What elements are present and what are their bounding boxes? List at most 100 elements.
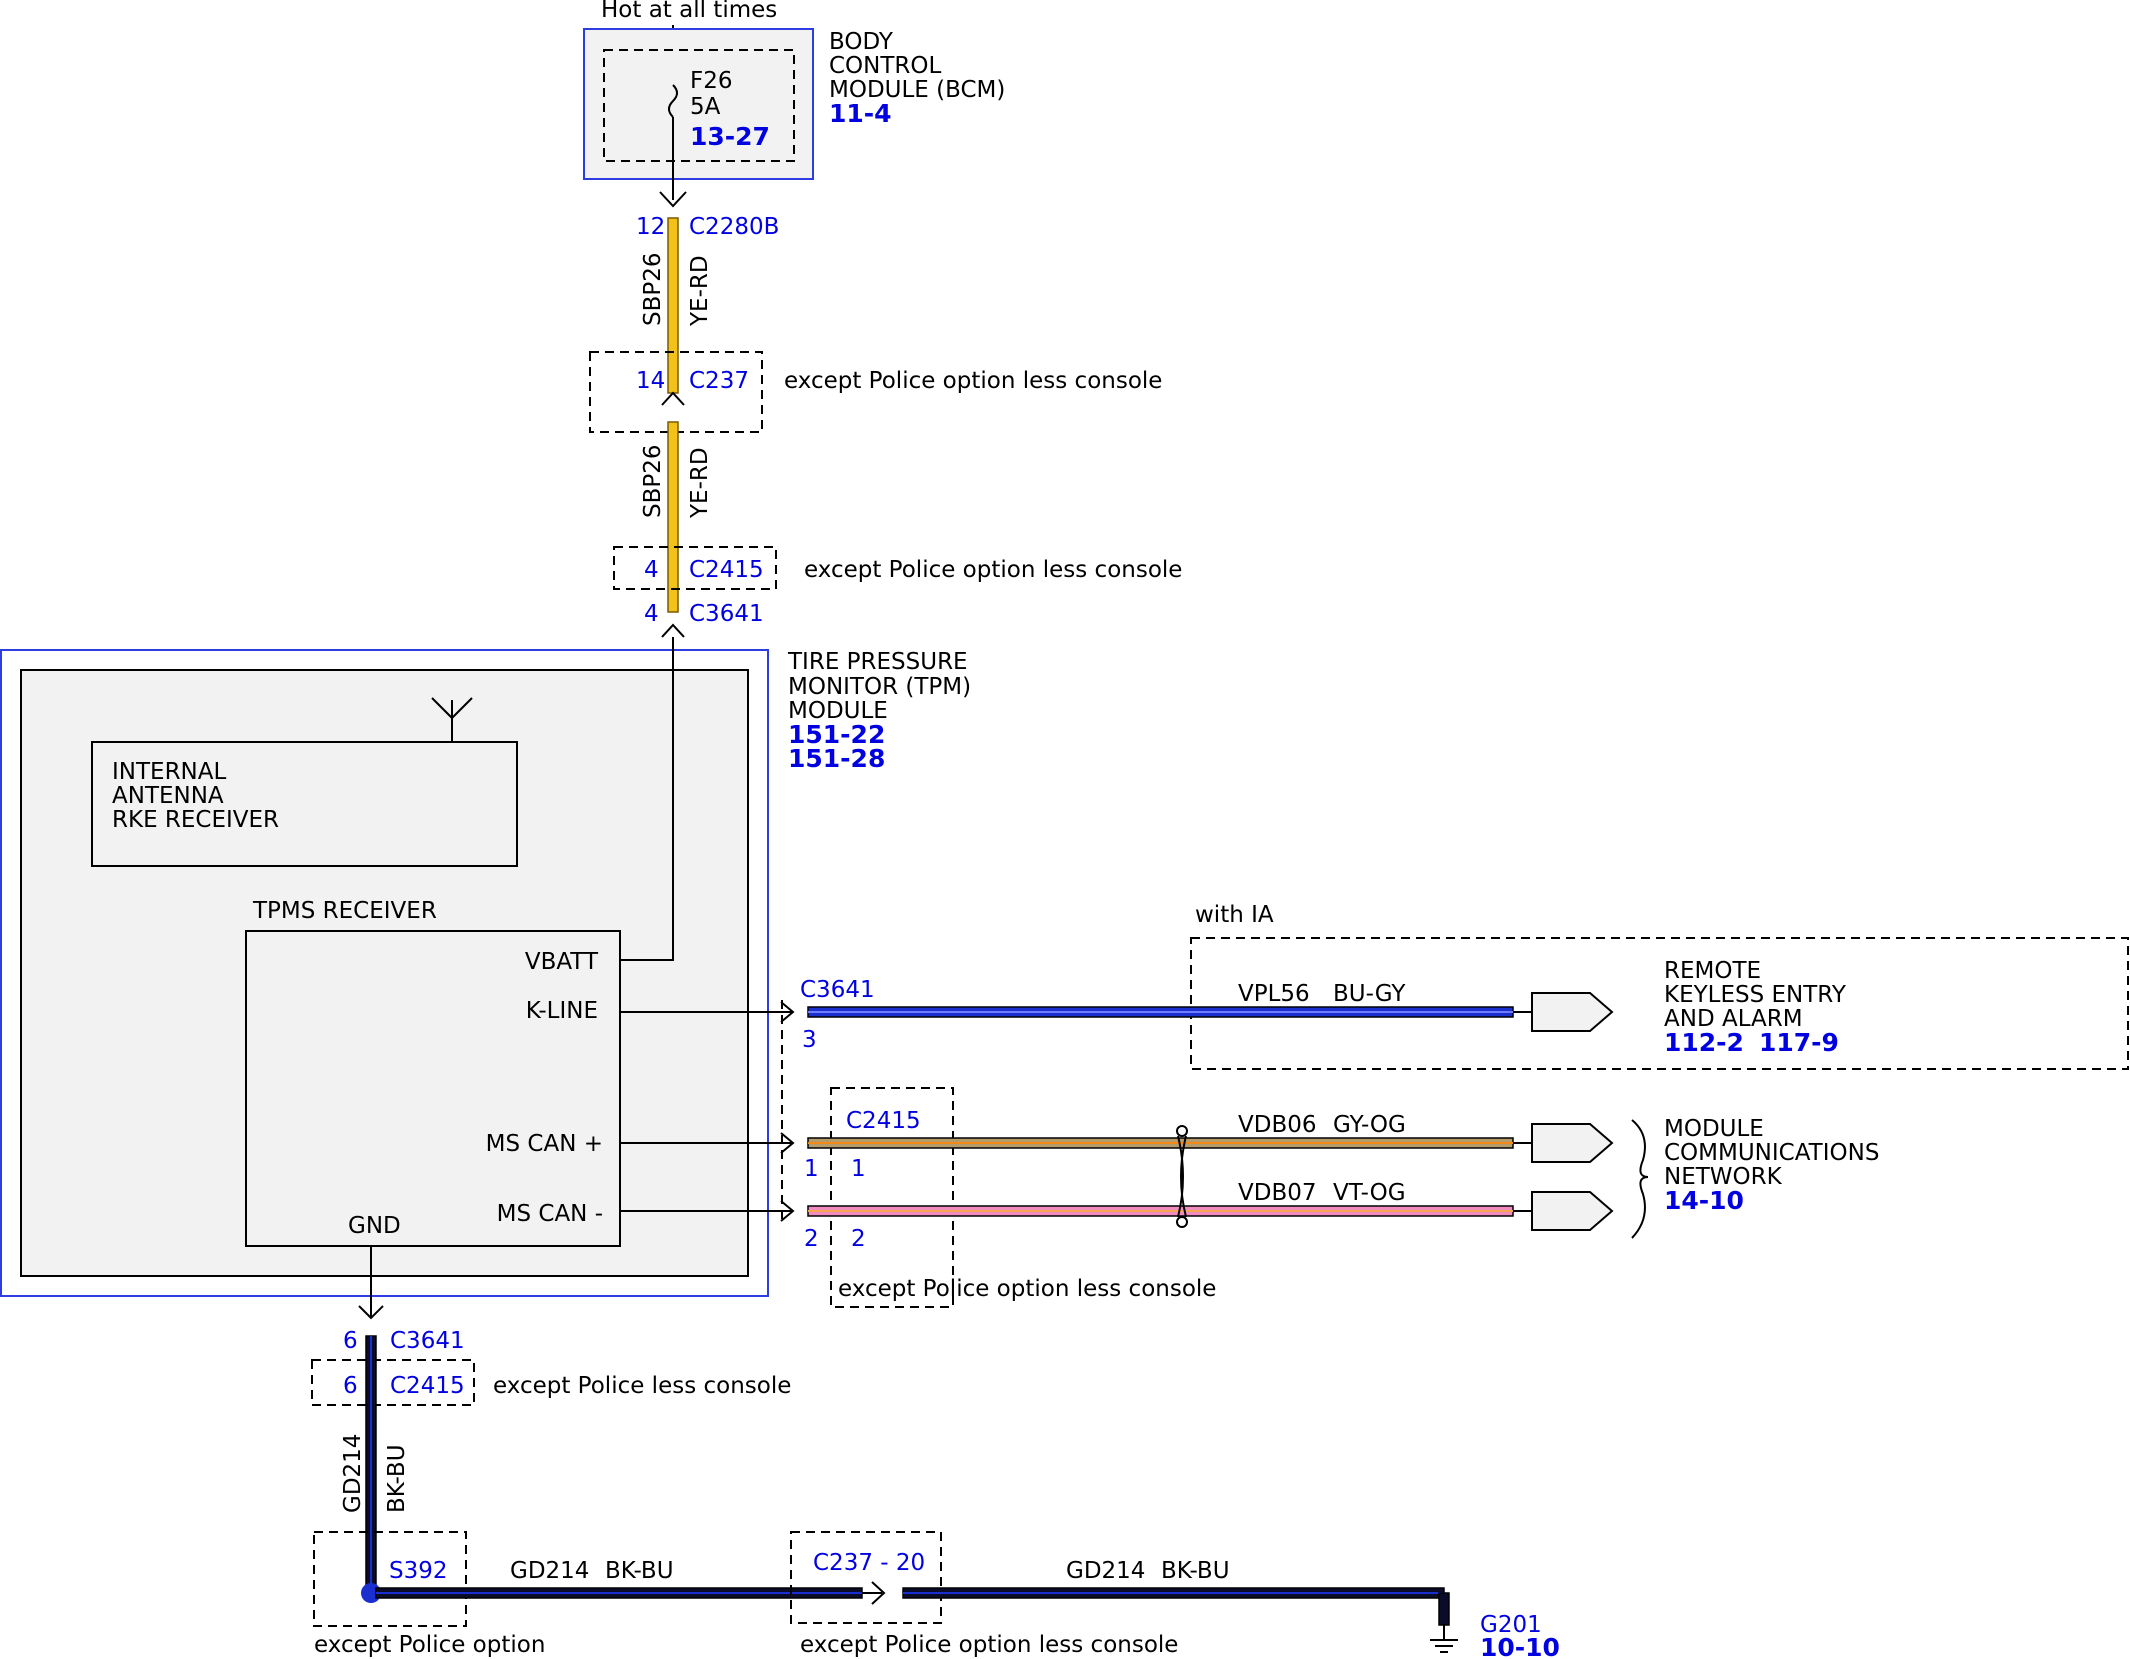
c3641-kline-connector-icon	[780, 1001, 795, 1023]
pin-vbatt-label: VBATT	[525, 949, 599, 975]
c2415-can-pos-pin: 1	[851, 1156, 866, 1182]
sbp26-circuit-upper: SBP26	[640, 252, 666, 326]
c3641-kline-pin: 3	[802, 1027, 817, 1053]
ground-name[interactable]: G201	[1480, 1612, 1542, 1638]
c2280b-name[interactable]: C2280B	[689, 214, 779, 240]
network-label-line1: MODULE	[1664, 1116, 1764, 1142]
gd214-color-horizontal-2: BK-BU	[1161, 1558, 1230, 1584]
with-ia-note: with IA	[1195, 902, 1274, 928]
antenna-label-line3: RKE RECEIVER	[112, 807, 279, 833]
bcm-fuse-box	[603, 49, 795, 162]
fuse-rating: 5A	[690, 94, 721, 120]
c3641-can-neg-pin: 2	[804, 1226, 819, 1252]
with-ia-option-box	[1190, 937, 2129, 1070]
can-neg-connector-icon[interactable]	[1531, 1191, 1614, 1231]
c2280b-connector-icon	[659, 191, 687, 208]
c237-gnd-name[interactable]: C237 - 20	[813, 1550, 925, 1576]
c2415-can-option-box	[830, 1087, 954, 1308]
c3641-pin-top: 4	[644, 601, 659, 627]
c2415-option-note-top: except Police option less console	[804, 557, 1182, 583]
bcm-label-line1: BODY	[829, 29, 894, 55]
c2415-gnd-option-box	[311, 1359, 475, 1406]
c3641-connector-icon-top	[661, 623, 685, 638]
wire-sbp26-upper[interactable]	[667, 217, 679, 394]
antenna-label-line1: INTERNAL	[112, 759, 226, 785]
c3641-name-top[interactable]: C3641	[689, 601, 764, 627]
gd214-color-vertical: BK-BU	[384, 1444, 410, 1513]
antenna-label-line2: ANTENNA	[112, 783, 224, 809]
bcm-label-line3: MODULE (BCM)	[829, 77, 1005, 103]
c2415-gnd-option-note: except Police less console	[493, 1373, 791, 1399]
c2415-name-top[interactable]: C2415	[689, 557, 764, 583]
c3641-can-pos-pin: 1	[804, 1156, 819, 1182]
c2415-gnd-name[interactable]: C2415	[390, 1373, 465, 1399]
can-pos-connector-icon[interactable]	[1531, 1123, 1614, 1163]
c2415-gnd-pin: 6	[343, 1373, 358, 1399]
vpl56-color: BU-GY	[1333, 981, 1406, 1007]
fuse-ref-link[interactable]: 13-27	[690, 122, 770, 151]
s392-name[interactable]: S392	[389, 1558, 448, 1584]
rke-connector-icon[interactable]	[1531, 992, 1614, 1032]
wire-sbp26-lower[interactable]	[667, 421, 679, 613]
gd214-circuit-horizontal-2: GD214	[1066, 1558, 1145, 1584]
c237-option-note: except Police option less console	[784, 368, 1162, 394]
gd214-circuit-vertical: GD214	[340, 1434, 366, 1513]
sbp26-color-lower: YE-RD	[687, 447, 713, 519]
tpm-label-line2: MONITOR (TPM)	[788, 674, 971, 700]
tpm-module-inner-box	[20, 669, 749, 1277]
vdb06-circuit: VDB06	[1238, 1112, 1317, 1138]
pin-gnd-label: GND	[348, 1213, 401, 1239]
gd214-circuit-horizontal-1: GD214	[510, 1558, 589, 1584]
c3641-gnd-name[interactable]: C3641	[390, 1328, 465, 1354]
power-label: Hot at all times	[601, 0, 777, 23]
s392-option-note: except Police option	[314, 1632, 545, 1658]
c3641-can-neg-connector-icon	[780, 1200, 795, 1222]
bcm-label-line2: CONTROL	[829, 53, 942, 79]
bcm-module-box[interactable]	[583, 28, 814, 180]
tpm-ref-link-1[interactable]: 151-22	[788, 720, 885, 749]
c2415-can-neg-pin: 2	[851, 1226, 866, 1252]
c3641-gnd-pin: 6	[343, 1328, 358, 1354]
tpm-label-line3: MODULE	[788, 698, 888, 724]
c237-name[interactable]: C237	[689, 368, 749, 394]
c2415-can-option-note: except Police option less console	[838, 1276, 1216, 1302]
network-ref-link[interactable]: 14-10	[1664, 1186, 1744, 1215]
pin-mscan-neg-label: MS CAN -	[497, 1201, 603, 1227]
rke-label-line3: AND ALARM	[1664, 1006, 1803, 1032]
fuse-id: F26	[690, 68, 733, 94]
c2415-pin-top: 4	[644, 557, 659, 583]
rke-ref-link-1[interactable]: 112-2	[1664, 1028, 1744, 1057]
tpms-receiver-title: TPMS RECEIVER	[252, 898, 437, 924]
internal-antenna-box	[91, 741, 518, 867]
twisted-pair-icon	[1176, 1125, 1188, 1228]
rke-label-line2: KEYLESS ENTRY	[1664, 982, 1847, 1008]
c3641-kline-name[interactable]: C3641	[800, 977, 875, 1003]
gd214-color-horizontal-1: BK-BU	[605, 1558, 674, 1584]
network-brace-icon	[1631, 1119, 1649, 1239]
network-label-line2: COMMUNICATIONS	[1664, 1140, 1879, 1166]
sbp26-circuit-lower: SBP26	[640, 444, 666, 518]
pin-kline-label: K-LINE	[526, 998, 598, 1024]
pin-mscan-pos-label: MS CAN +	[486, 1131, 603, 1157]
c237-gnd-option-note: except Police option less console	[800, 1632, 1178, 1658]
vdb07-color: VT-OG	[1333, 1180, 1406, 1206]
rke-ref-link-2[interactable]: 117-9	[1759, 1028, 1839, 1057]
ground-icon	[1430, 1625, 1458, 1653]
vdb06-color: GY-OG	[1333, 1112, 1406, 1138]
c237-gnd-connector-icon	[871, 1581, 886, 1605]
wire-gd214-drop[interactable]	[1438, 1592, 1450, 1626]
c237-connector-icon	[661, 391, 685, 406]
c237-pin: 14	[636, 368, 665, 394]
c2415-can-name[interactable]: C2415	[846, 1108, 921, 1134]
bcm-ref-link[interactable]: 11-4	[829, 99, 892, 128]
c2280b-pin: 12	[636, 214, 665, 240]
ground-ref-link[interactable]: 10-10	[1480, 1633, 1560, 1659]
rke-label-line1: REMOTE	[1664, 958, 1761, 984]
vbatt-internal-wire	[620, 637, 674, 961]
tpm-ref-link-2[interactable]: 151-28	[788, 744, 885, 773]
antenna-icon	[431, 697, 473, 742]
network-label-line3: NETWORK	[1664, 1164, 1783, 1190]
c3641-gnd-connector-icon	[358, 1305, 384, 1320]
c2415-option-box-top	[613, 546, 777, 590]
